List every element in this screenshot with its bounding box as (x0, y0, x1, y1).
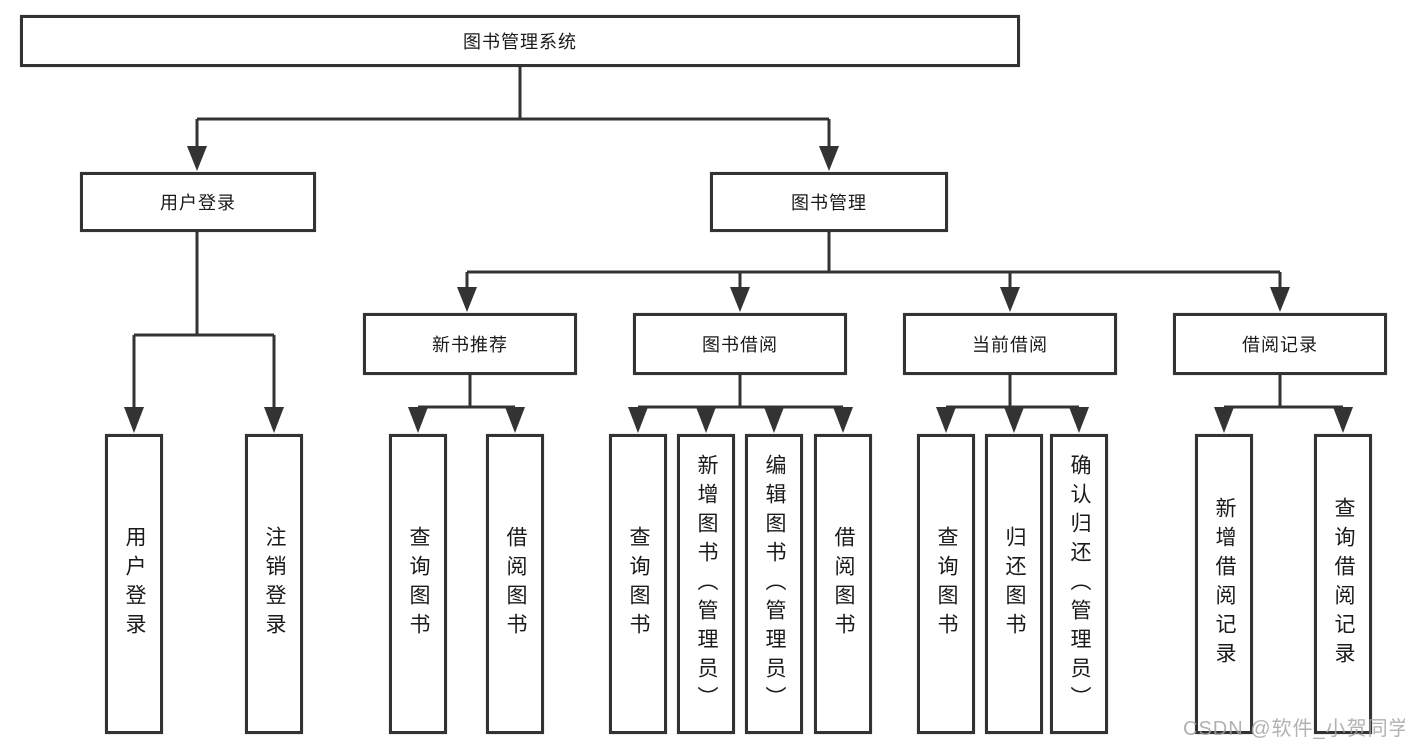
node-label: 查询图书 (407, 526, 431, 642)
node-root: 图书管理系统 (20, 15, 1020, 67)
leaf-borrow-borrow-books: 借阅图书 (814, 434, 872, 734)
node-label: 查询图书 (627, 526, 651, 642)
leaf-borrow-add-books-admin: 新增图书（管理员） (677, 434, 735, 734)
leaf-records-query-record: 查询借阅记录 (1314, 434, 1372, 734)
leaf-current-confirm-return-admin: 确认归还（管理员） (1050, 434, 1108, 734)
node-label: 新增借阅记录 (1213, 497, 1237, 671)
node-label: 归还图书 (1003, 526, 1027, 642)
node-label: 图书借阅 (702, 335, 778, 355)
node-label: 借阅记录 (1242, 335, 1318, 355)
leaf-borrow-query-books: 查询图书 (609, 434, 667, 734)
node-borrowing-records: 借阅记录 (1173, 313, 1387, 375)
node-label: 当前借阅 (972, 335, 1048, 355)
node-label: 确认归还（管理员） (1068, 453, 1092, 715)
node-label: 图书管理系统 (463, 32, 577, 52)
csdn-watermark: CSDN @软件_小贺同学 (1183, 718, 1405, 740)
leaf-logout: 注销登录 (245, 434, 303, 734)
leaf-recommend-borrow-books: 借阅图书 (486, 434, 544, 734)
leaf-current-return-books: 归还图书 (985, 434, 1043, 734)
node-label: 新增图书（管理员） (695, 453, 719, 715)
node-label: 借阅图书 (832, 526, 856, 642)
node-label: 查询图书 (935, 526, 959, 642)
arrowheads (124, 146, 1353, 433)
node-new-book-recommend: 新书推荐 (363, 313, 577, 375)
node-label: 注销登录 (263, 526, 287, 642)
node-label: 用户登录 (160, 193, 236, 213)
node-book-borrowing: 图书借阅 (633, 313, 847, 375)
node-current-borrowing: 当前借阅 (903, 313, 1117, 375)
node-label: 借阅图书 (504, 526, 528, 642)
node-label: 用户登录 (123, 526, 147, 642)
leaf-current-query-books: 查询图书 (917, 434, 975, 734)
leaf-borrow-edit-books-admin: 编辑图书（管理员） (745, 434, 803, 734)
node-label: 新书推荐 (432, 335, 508, 355)
node-label: 编辑图书（管理员） (763, 453, 787, 715)
leaf-recommend-query-books: 查询图书 (389, 434, 447, 734)
node-user-login: 用户登录 (80, 172, 316, 232)
node-book-management: 图书管理 (710, 172, 948, 232)
leaf-user-login: 用户登录 (105, 434, 163, 734)
leaf-records-add-record: 新增借阅记录 (1195, 434, 1253, 734)
node-label: 图书管理 (791, 193, 867, 213)
node-label: 查询借阅记录 (1332, 497, 1356, 671)
